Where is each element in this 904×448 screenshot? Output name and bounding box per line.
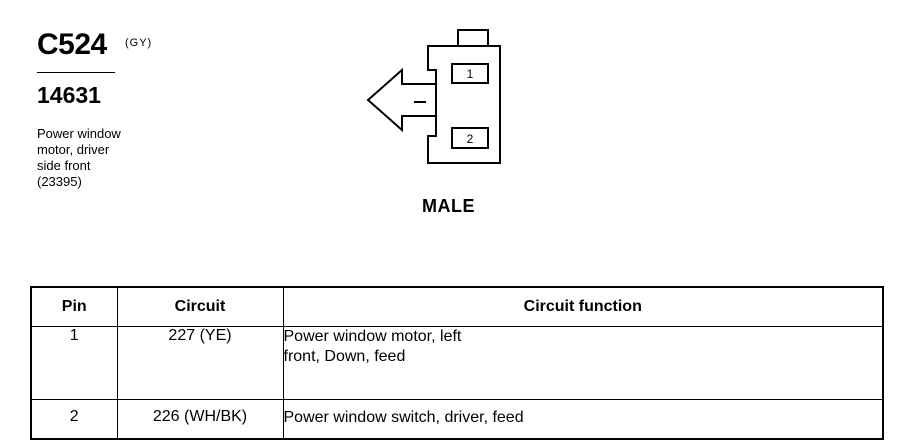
- pin-label-1: 1: [467, 67, 474, 81]
- circuit-function-line: Power window motor, left: [283, 328, 462, 345]
- circuit-function-line: Power window switch, driver, feed: [283, 409, 524, 426]
- pin-cavity-1: [451, 63, 489, 84]
- connector-lock-tab: [457, 29, 489, 47]
- pinout-table: Pin Circuit Circuit function 1 227 (YE) …: [30, 286, 884, 440]
- connector-diagram: 1 2: [366, 29, 501, 164]
- table-row: 1 227 (YE) Power window motor, left fron…: [30, 326, 884, 400]
- mating-direction-arrow-icon: [366, 67, 437, 133]
- description-line: (23395): [37, 174, 82, 189]
- id-divider: [37, 72, 115, 73]
- circuit-function-line: front, Down, feed: [283, 348, 406, 365]
- connector-gender-label: MALE: [422, 196, 475, 216]
- circuit-cell: 227 (YE): [116, 326, 284, 400]
- connector-id: C524: [37, 28, 107, 61]
- header-circuit: Circuit: [116, 286, 284, 327]
- part-number: 14631: [37, 82, 101, 108]
- circuit-function-cell: Power window switch, driver, feed: [282, 399, 884, 440]
- description-line: motor, driver: [37, 142, 110, 157]
- pin-label-2: 2: [467, 132, 474, 146]
- connector-description: Power window motor, driver side front (2…: [37, 126, 177, 190]
- pin-cavity-2: [451, 127, 489, 149]
- pin-cell: 2: [30, 399, 118, 440]
- circuit-function-cell: Power window motor, left front, Down, fe…: [282, 326, 884, 400]
- connector-color-code: (GY): [125, 37, 153, 49]
- description-line: Power window: [37, 126, 121, 141]
- table-row: 2 226 (WH/BK) Power window switch, drive…: [30, 399, 884, 440]
- circuit-cell: 226 (WH/BK): [116, 399, 284, 440]
- pin-cell: 1: [30, 326, 118, 400]
- table-header-row: Pin Circuit Circuit function: [30, 286, 884, 327]
- description-line: side front: [37, 158, 91, 173]
- header-circuit-function: Circuit function: [282, 286, 884, 327]
- header-pin: Pin: [30, 286, 118, 327]
